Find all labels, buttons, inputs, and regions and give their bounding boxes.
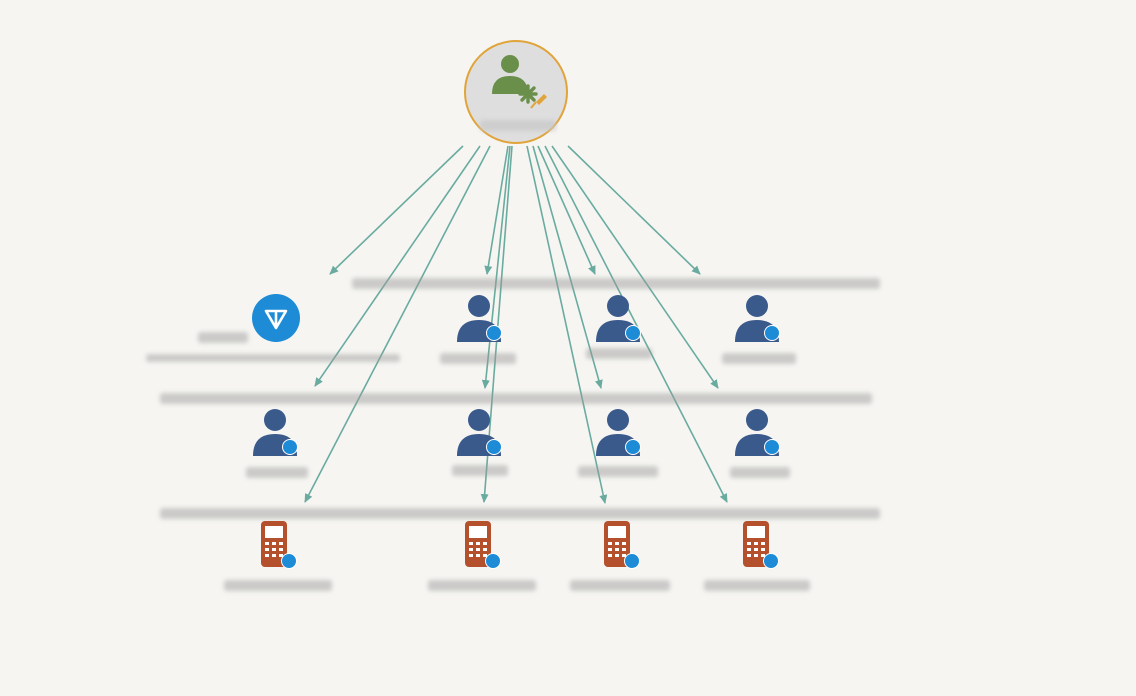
phone-number xyxy=(428,580,536,591)
edge xyxy=(537,145,596,275)
mobile-phone-icon xyxy=(261,521,287,567)
edge xyxy=(551,145,719,389)
user-key-pin-icon xyxy=(492,55,547,109)
phone-node[interactable] xyxy=(258,519,302,571)
person-node[interactable] xyxy=(732,406,782,456)
person-node[interactable] xyxy=(454,406,504,456)
ton-badge-icon xyxy=(764,439,780,455)
person-name xyxy=(246,467,308,478)
root-name xyxy=(480,120,556,131)
edge-label-band xyxy=(352,278,880,289)
person-name xyxy=(730,467,790,478)
ton-diamond-icon xyxy=(252,294,300,342)
edge-label-band xyxy=(160,508,880,519)
phone-number xyxy=(704,580,810,591)
person-name xyxy=(586,348,652,359)
person-name xyxy=(578,466,658,477)
mobile-phone-icon xyxy=(604,521,630,567)
edge xyxy=(304,145,491,503)
ton-badge-icon xyxy=(485,553,501,569)
person-node[interactable] xyxy=(732,292,782,342)
mobile-phone-icon xyxy=(465,521,491,567)
ton-badge-icon xyxy=(281,553,297,569)
ton-node-label xyxy=(146,354,400,362)
ton-badge-icon xyxy=(486,439,502,455)
ton-badge-icon xyxy=(625,439,641,455)
ton-badge-icon xyxy=(625,325,641,341)
edge xyxy=(481,145,511,389)
edge xyxy=(484,145,509,275)
ton-node[interactable] xyxy=(252,294,300,342)
person-name xyxy=(440,353,516,364)
phone-node[interactable] xyxy=(601,519,645,571)
ton-badge-icon xyxy=(764,325,780,341)
edge xyxy=(526,145,608,504)
ton-node-name xyxy=(198,332,248,343)
phone-number xyxy=(570,580,670,591)
edge xyxy=(329,145,464,275)
phone-node[interactable] xyxy=(462,519,506,571)
phone-node[interactable] xyxy=(740,519,784,571)
person-node[interactable] xyxy=(454,292,504,342)
person-node[interactable] xyxy=(593,406,643,456)
edge xyxy=(544,145,728,503)
edge-label-band xyxy=(160,393,872,404)
root-node[interactable] xyxy=(464,40,568,144)
edge xyxy=(532,145,603,389)
phone-number xyxy=(224,580,332,591)
edges xyxy=(304,145,728,504)
ton-badge-icon xyxy=(282,439,298,455)
edge xyxy=(567,145,701,275)
ton-badge-icon xyxy=(624,553,640,569)
edge xyxy=(314,145,481,387)
ton-badge-icon xyxy=(763,553,779,569)
person-name xyxy=(452,465,508,476)
mobile-phone-icon xyxy=(743,521,769,567)
person-name xyxy=(722,353,796,364)
person-node[interactable] xyxy=(250,406,300,456)
ton-badge-icon xyxy=(486,325,502,341)
person-node[interactable] xyxy=(593,292,643,342)
